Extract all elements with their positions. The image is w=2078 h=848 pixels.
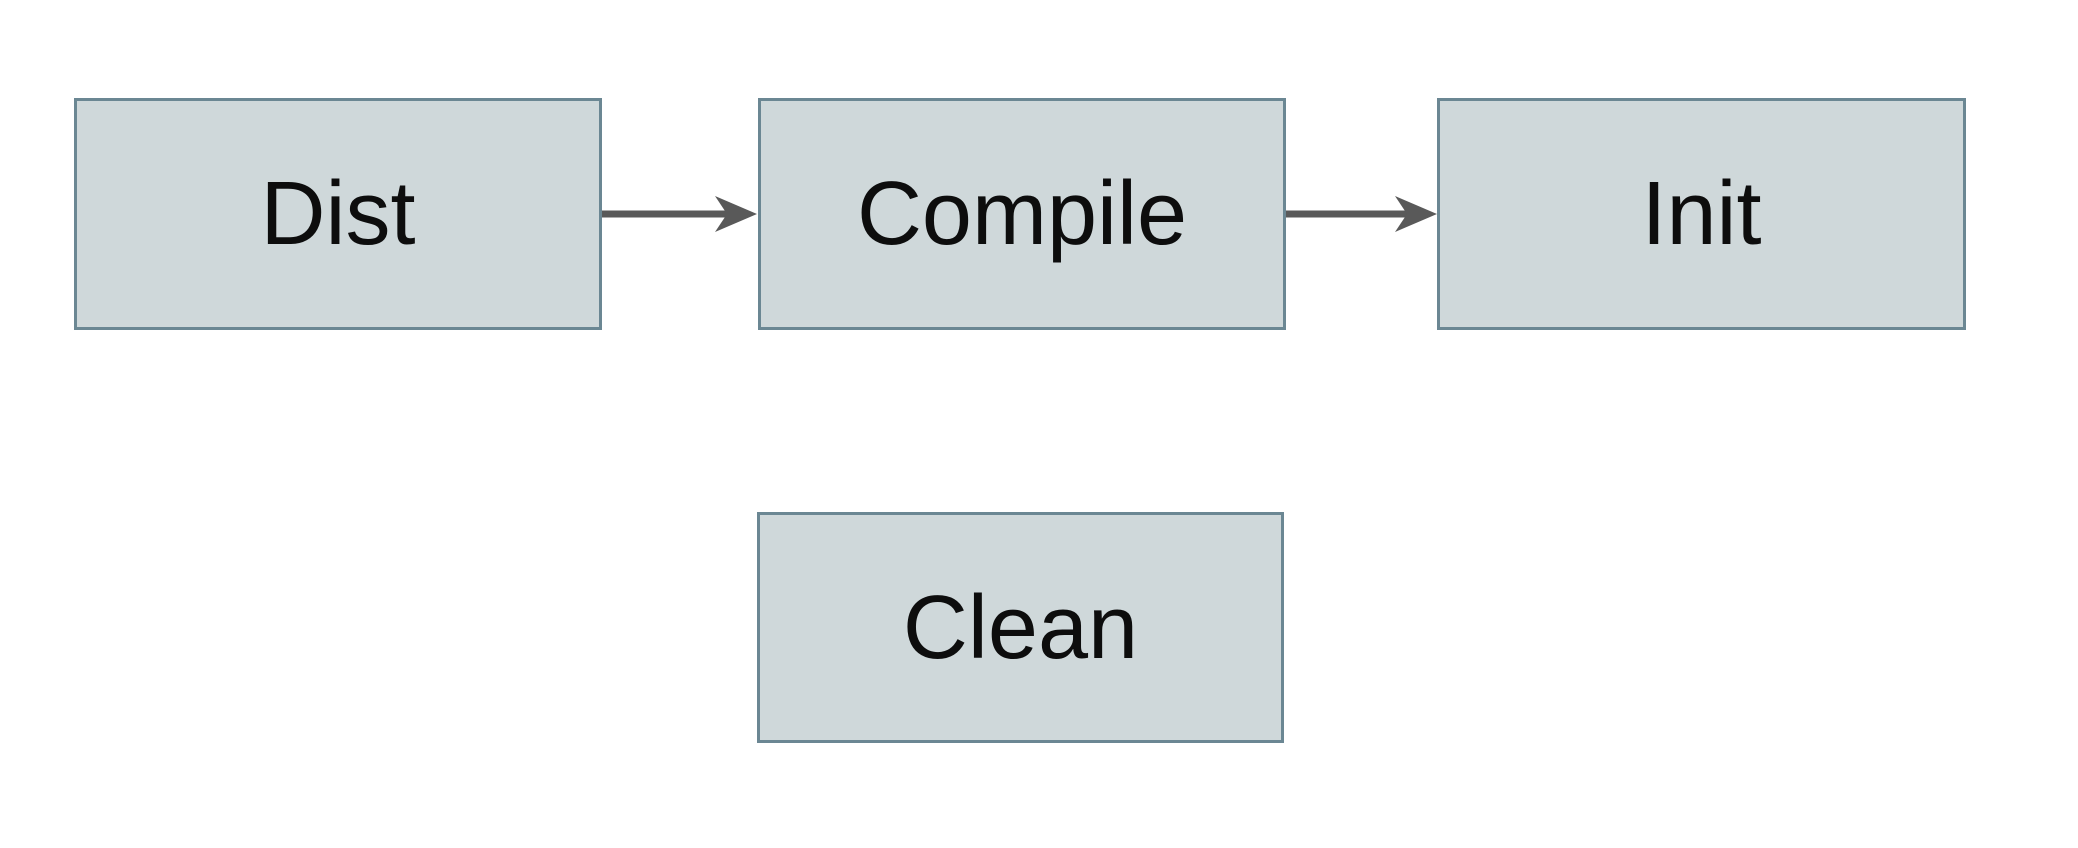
node-init-label: Init [1641, 164, 1762, 264]
node-clean: Clean [757, 512, 1284, 743]
node-compile-label: Compile [856, 164, 1188, 264]
node-clean-label: Clean [902, 577, 1139, 678]
node-dist-label: Dist [260, 164, 416, 264]
node-compile: Compile [758, 98, 1286, 330]
node-dist: Dist [74, 98, 602, 330]
node-init: Init [1437, 98, 1966, 330]
